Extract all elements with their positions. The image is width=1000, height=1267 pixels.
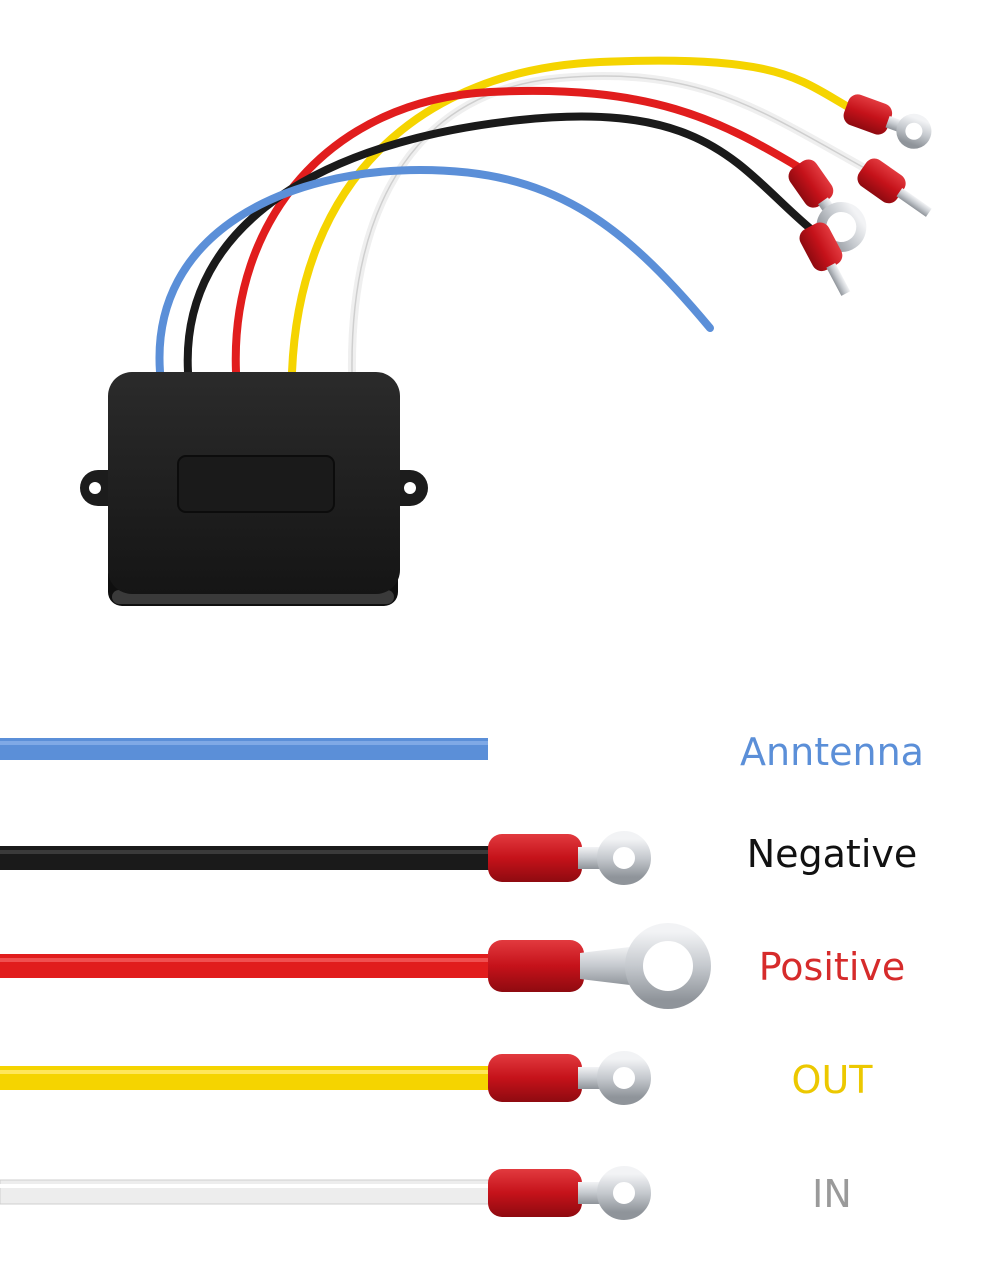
positive-wire [0,954,495,978]
ring-terminal-icon [488,923,711,1009]
out-wire [0,1066,495,1090]
ring-terminal-icon [488,831,651,885]
receiver-wires [155,56,872,376]
in-wire [0,1179,496,1205]
wire-row-in [0,1166,651,1220]
label-negative: Negative [746,832,918,876]
wire-row-antenna [0,738,488,760]
ring-terminal-icon [788,94,932,296]
label-positive: Positive [758,945,906,989]
ring-terminal-icon [488,1166,651,1220]
receiver-box-icon [80,372,428,606]
wire-row-out [0,1051,651,1105]
negative-wire [0,846,495,870]
label-in: IN [812,1172,852,1216]
wire-row-negative [0,831,651,885]
label-antenna: Anntenna [740,730,924,774]
ring-terminal-icon [488,1051,651,1105]
wire-row-positive [0,923,711,1009]
label-out: OUT [791,1058,873,1102]
